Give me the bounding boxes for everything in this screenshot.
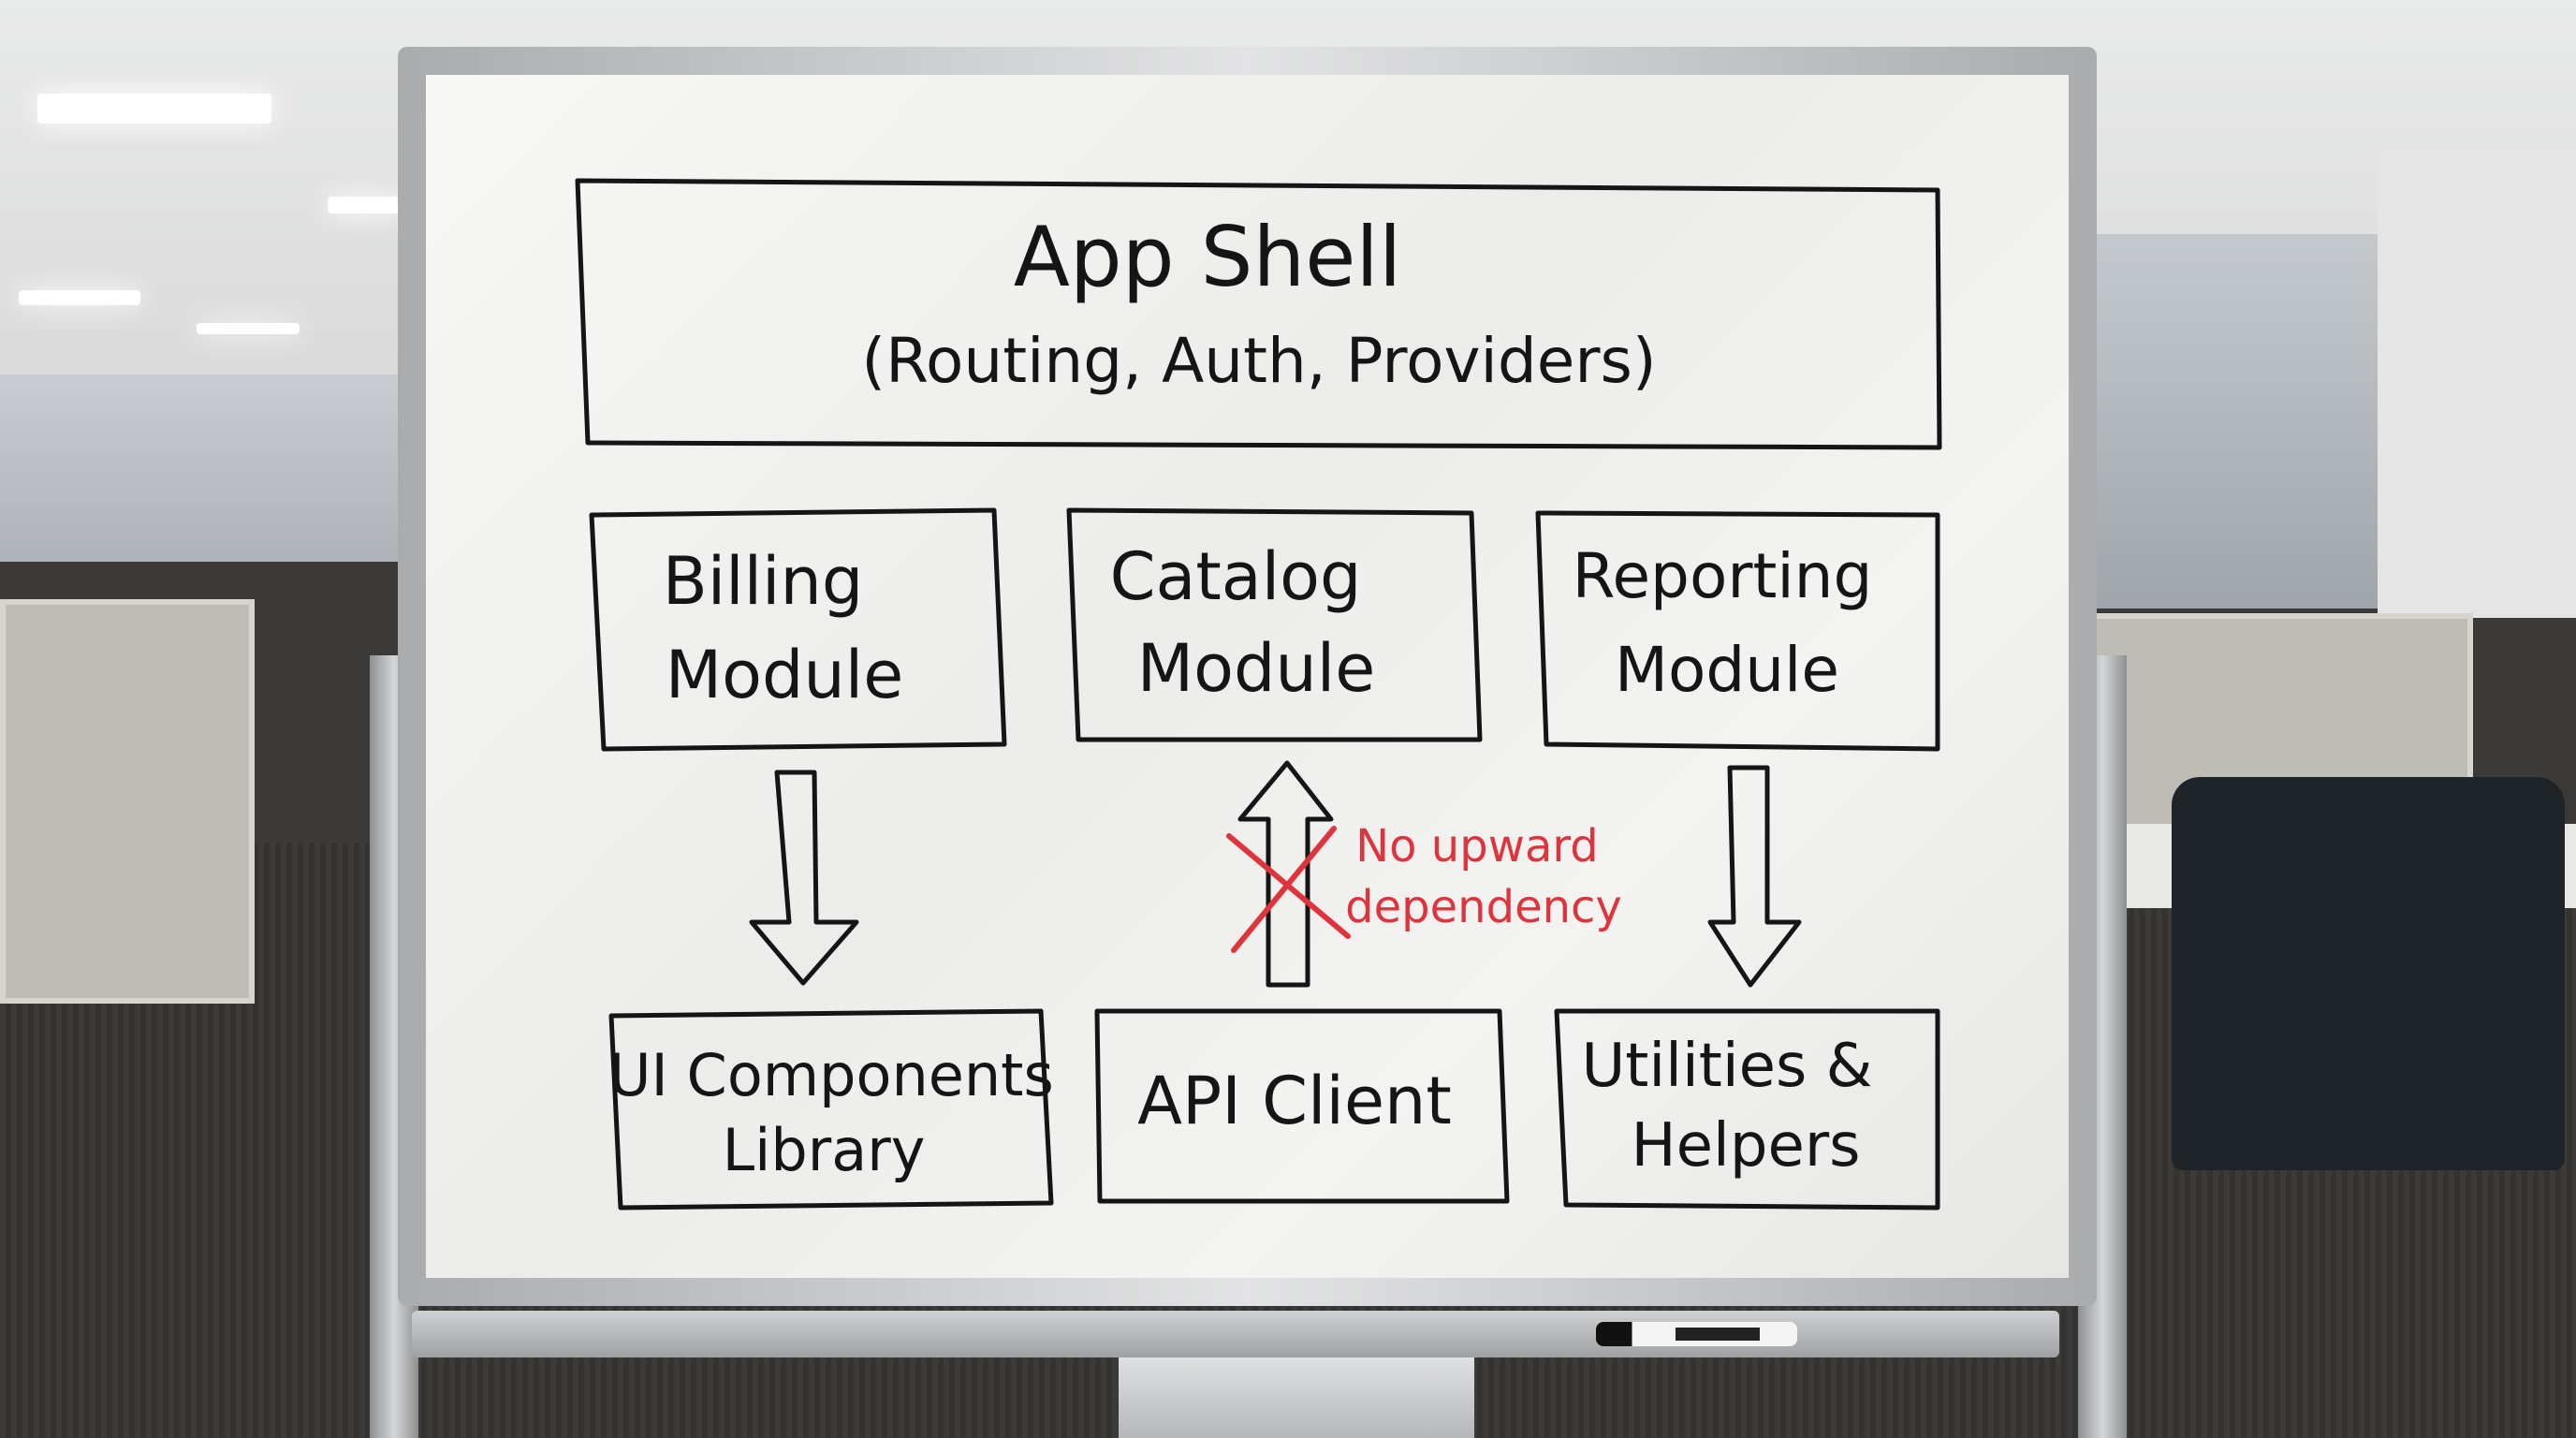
utilities-box [1554,1008,1940,1211]
app-shell-box [575,178,1942,450]
app-shell-subtitle: (Routing, Auth, Providers) [861,325,1656,397]
ceiling-light [197,323,300,334]
utilities-label-2: Helpers [1632,1111,1861,1181]
cubicle-wall [0,599,255,1004]
app-shell-title: App Shell [1014,209,1402,305]
reporting-module-label-2: Module [1615,634,1839,706]
ceiling-light [328,197,402,213]
api-client-box [1094,1008,1510,1204]
arrow-down-icon [749,770,859,986]
catalog-module-label-1: Catalog [1110,538,1362,615]
api-client-label: API Client [1137,1063,1452,1139]
ceiling-light [19,290,140,305]
whiteboard-base [1119,1357,1474,1438]
billing-module-label-2: Module [666,637,904,713]
ceiling-light [37,94,271,124]
office-pillar [2378,150,2576,618]
marker-label [1676,1328,1760,1341]
office-window-right [2078,234,2415,609]
utilities-label-1: Utilities & [1581,1032,1872,1101]
ui-components-label-1: UI Components [608,1041,1054,1109]
ui-components-label-2: Library [723,1116,926,1184]
office-window-left [0,374,431,562]
billing-module-box [589,507,1007,752]
cross-out-icon [1226,826,1351,953]
annotation-label-2: dependency [1345,881,1622,933]
arrow-down-icon [1707,765,1802,988]
office-chair [2172,777,2565,1170]
billing-module-label-1: Billing [663,543,864,620]
ui-components-box [608,1008,1054,1211]
whiteboard-surface [426,75,2069,1278]
catalog-module-box [1066,507,1483,742]
reporting-module-box [1535,510,1940,752]
annotation-label-1: No upward [1355,820,1598,873]
arrow-up-icon [1237,760,1334,988]
catalog-module-label-2: Module [1137,630,1376,707]
reporting-module-label-1: Reporting [1573,540,1873,612]
